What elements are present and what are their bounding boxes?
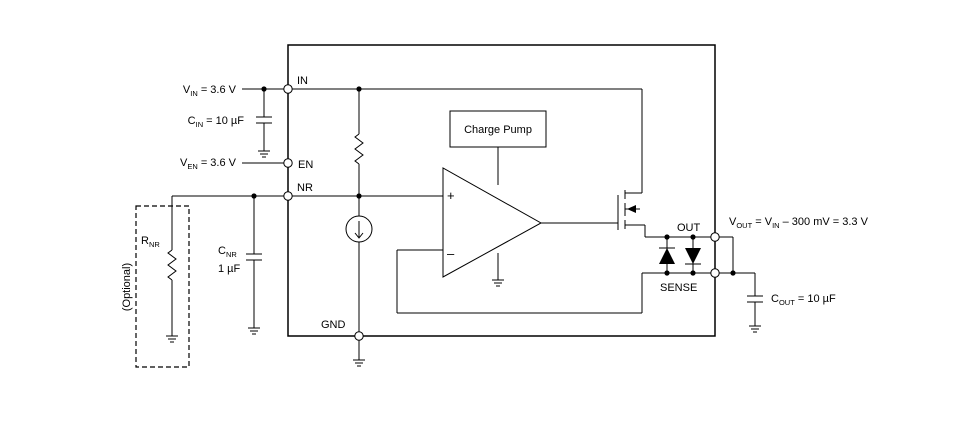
amp-minus-label: –	[447, 246, 455, 261]
cin-ground-icon	[257, 142, 271, 158]
cout-capacitor	[747, 295, 763, 303]
vin-label: VIN = 3.6 V	[183, 84, 237, 98]
rnr-label: RNR	[141, 235, 160, 249]
optional-dashed-box	[135, 205, 190, 368]
amp-plus-label: +	[447, 188, 455, 203]
pin-sense-label: SENSE	[660, 282, 697, 294]
pin-gnd-terminal	[354, 331, 364, 341]
cnr-ground-icon	[247, 319, 261, 335]
pin-en-terminal	[283, 158, 293, 168]
rnr-ground-icon	[165, 327, 179, 343]
diode-1-icon	[659, 237, 675, 273]
cnr-capacitor	[246, 253, 262, 261]
pin-out-terminal	[710, 232, 720, 242]
error-amplifier	[442, 167, 543, 278]
cout-ground-icon	[748, 317, 762, 333]
pin-in-terminal	[283, 84, 293, 94]
diode-2-icon	[685, 237, 701, 273]
cout-label: COUT = 10 µF	[771, 293, 836, 307]
pass-fet-icon	[617, 190, 646, 237]
ic-ground-icon	[352, 351, 366, 367]
optional-label: (Optional)	[121, 263, 133, 311]
cnr-value: 1 µF	[218, 263, 241, 275]
ven-label: VEN = 3.6 V	[180, 157, 237, 171]
cin-capacitor	[256, 116, 272, 124]
cnr-label: CNR	[218, 245, 237, 259]
charge-pump-label: Charge Pump	[464, 124, 532, 136]
vout-label: VOUT = VIN – 300 mV = 3.3 V	[729, 216, 869, 230]
amp-ground-icon	[491, 271, 505, 287]
internal-resistor-icon	[354, 133, 364, 165]
pin-sense-terminal	[710, 268, 720, 278]
pin-gnd-label: GND	[321, 319, 346, 331]
pin-out-label: OUT	[677, 222, 701, 234]
pin-nr-label: NR	[297, 182, 313, 194]
rnr-resistor-icon	[167, 249, 177, 281]
ic-package-outline	[287, 44, 716, 337]
pin-nr-terminal	[283, 191, 293, 201]
pin-in-label: IN	[297, 75, 308, 87]
pin-en-label: EN	[298, 159, 313, 171]
cin-label: CIN = 10 µF	[188, 115, 245, 129]
